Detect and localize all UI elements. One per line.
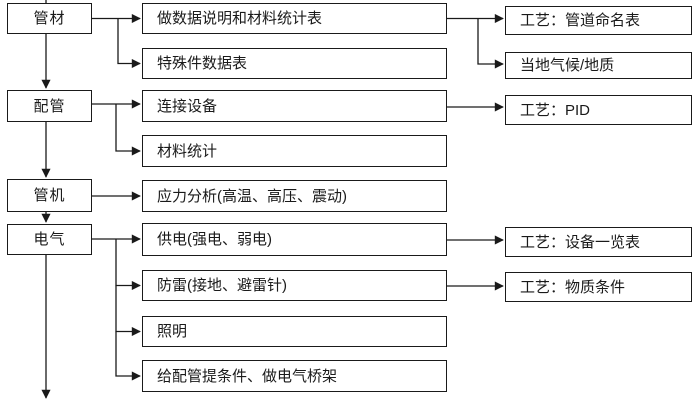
task-label: 特殊件数据表 <box>157 55 248 72</box>
output-node-pipe-naming-table: 工艺：管道命名表 <box>505 6 692 35</box>
output-node-material-conditions: 工艺：物质条件 <box>505 272 692 302</box>
stage-label: 管材 <box>33 10 66 27</box>
output-label: 工艺：物质条件 <box>520 278 626 296</box>
output-node-equipment-list: 工艺：设备一览表 <box>505 227 692 257</box>
task-label: 连接设备 <box>157 97 218 115</box>
task-label: 做数据说明和材料统计表 <box>157 10 323 27</box>
task-node-special-parts-table: 特殊件数据表 <box>142 48 447 79</box>
stage-node-pipe-material: 管材 <box>7 3 92 34</box>
task-label: 给配管提条件、做电气桥架 <box>157 367 338 385</box>
task-node-cable-tray: 给配管提条件、做电气桥架 <box>142 360 447 392</box>
connector-stage3-task8 <box>115 331 141 381</box>
connector-task0-out1 <box>477 18 504 69</box>
task-node-data-description: 做数据说明和材料统计表 <box>142 3 447 34</box>
output-label: 工艺：管道命名表 <box>520 12 641 29</box>
task-node-power-supply: 供电(强电、弱电) <box>142 223 447 256</box>
output-node-pid: 工艺：PID <box>505 95 692 125</box>
task-node-material-statistics: 材料统计 <box>142 135 447 167</box>
stage-label: 管机 <box>33 187 66 204</box>
task-label: 供电(强电、弱电) <box>157 231 272 248</box>
connector-stage3-task6 <box>115 239 141 291</box>
connector-stage1-task3 <box>115 104 141 156</box>
output-node-local-climate-geology: 当地气候/地质 <box>505 52 692 79</box>
connector-stage3-task7 <box>115 285 141 337</box>
task-node-lightning-protection: 防雷(接地、避雷针) <box>142 270 447 301</box>
task-node-connect-equipment: 连接设备 <box>142 90 447 122</box>
stage-node-piping: 配管 <box>7 90 92 122</box>
stage-label: 配管 <box>33 97 66 115</box>
connector-stage0-task1 <box>117 18 141 69</box>
stage-label: 电气 <box>33 231 66 248</box>
output-label: 工艺：PID <box>520 101 591 119</box>
stage-node-electrical: 电气 <box>7 224 92 255</box>
output-label: 工艺：设备一览表 <box>520 233 641 251</box>
output-label: 当地气候/地质 <box>520 57 615 74</box>
stage-node-pipe-mechanical: 管机 <box>7 179 92 212</box>
task-label: 材料统计 <box>157 142 218 160</box>
task-label: 应力分析(高温、高压、震动) <box>157 187 347 205</box>
task-label: 防雷(接地、避雷针) <box>157 277 287 294</box>
task-label: 照明 <box>157 323 188 340</box>
task-node-stress-analysis: 应力分析(高温、高压、震动) <box>142 180 447 212</box>
task-node-lighting: 照明 <box>142 316 447 347</box>
